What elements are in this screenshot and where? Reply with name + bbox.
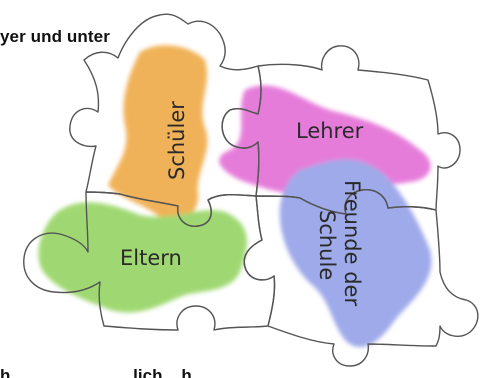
bottom-caption-fragment: h lich h — [0, 357, 489, 378]
bottom-caption-text: h lich h — [0, 366, 192, 378]
schueler-label: Schüler — [165, 101, 189, 180]
lehrer-label: Lehrer — [296, 119, 364, 143]
freunde-piece-outline — [243, 189, 479, 367]
lehrer-color-fill — [219, 85, 431, 194]
eltern-piece-outline — [23, 191, 276, 331]
freunde-label-line1: Freunde der — [340, 180, 364, 306]
freunde-label-line2: Schule — [315, 210, 339, 280]
eltern-color-fill — [38, 202, 247, 313]
schueler-color-fill — [108, 45, 208, 225]
eltern-label: Eltern — [120, 246, 182, 270]
top-caption-fragment: yer und unter — [0, 27, 110, 46]
